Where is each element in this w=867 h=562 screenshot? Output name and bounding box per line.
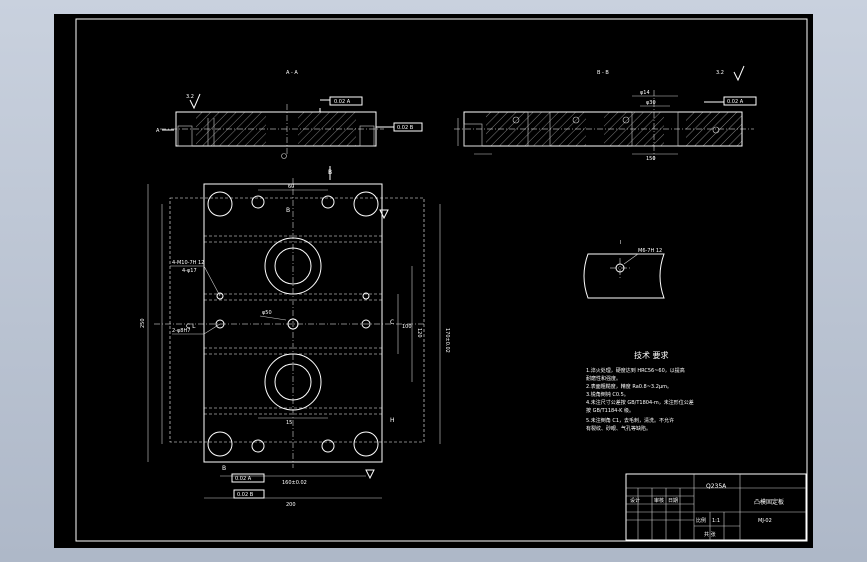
tech-requirements: 技术 要求 1.淬火处理，硬度达到 HRC56~60，以提高 耐磨性和强度。 2…: [586, 350, 694, 432]
section-b-view: B - B φ14 φ30 150 0.02 A 3.2: [454, 65, 757, 162]
hole-note-1: 4-M10-7H 12: [172, 260, 204, 266]
section-a-label: A - A: [286, 70, 298, 76]
title-designer-label: 设计: [630, 497, 640, 504]
detail-view: I M6-7H 12: [583, 240, 665, 299]
drawing-frame: [75, 18, 808, 542]
roughness-b-label: 3.2: [716, 70, 724, 76]
tech-line-6: 按 GB/T1184-K 级。: [586, 407, 634, 414]
hole-note-3: 2-φ8H7: [172, 328, 190, 334]
dim-right: 170±0.02: [444, 328, 450, 353]
section-a-step-left: [177, 125, 193, 147]
arrow-b-mid: B: [286, 207, 290, 214]
tolerance-box-1: 0.02 A: [334, 99, 351, 105]
title-material: Q235A: [706, 483, 727, 490]
title-drawing-name: 凸模固定板: [754, 498, 784, 506]
arrow-b-bottom: B: [222, 465, 226, 472]
dim-mid: 100: [402, 324, 412, 330]
title-check-label: 审核: [654, 497, 664, 504]
hole-note-2: 4-φ17: [182, 268, 197, 274]
title-block-frame: [625, 473, 807, 541]
tech-title: 技术 要求: [634, 350, 669, 360]
tech-line-1: 1.淬火处理，硬度达到 HRC56~60，以提高: [586, 367, 685, 374]
dim-overall-height: 250: [140, 318, 146, 328]
tech-line-4: 3.锐角倒钝 C0.5。: [586, 391, 629, 398]
dim-b-phi30: φ30: [646, 100, 656, 106]
dim-bottom: 160±0.02: [282, 480, 307, 486]
arrow-b-top: B: [328, 169, 332, 176]
title-scale-label: 比例: [696, 517, 706, 524]
plan-view: 60 160±0.02 200 250 170±0.02 120 100 15 …: [140, 166, 450, 508]
center-c-right: C: [390, 319, 394, 326]
tech-line-5: 4.未注尺寸公差按 GB/T1804-m，未注形位公差: [586, 399, 694, 406]
center-c-left: C L: [186, 323, 196, 330]
side-h-label: H: [390, 417, 395, 424]
dim-small: 15: [286, 420, 292, 426]
tech-line-3: 2.表面粗糙度，精度 Ra0.8~3.2μm。: [586, 383, 672, 390]
title-date-label: 日期: [668, 498, 678, 504]
cad-drawing: A - A A 3.2 0.02 A 0.02 B B - B: [75, 18, 808, 542]
hole-note-4: φ50: [262, 310, 272, 316]
tech-line-8: 有裂纹、砂眼、气孔等缺陷。: [586, 425, 651, 432]
dim-b-150: 150: [646, 156, 656, 162]
detail-label: I: [620, 240, 621, 246]
dim-overall-width: 200: [286, 502, 296, 508]
title-sheet-label: 共 张: [704, 531, 716, 538]
tech-line-7: 5.未注倒角 C1，去毛刺，清洗。不允许: [586, 417, 674, 424]
dim-inner: 120: [416, 328, 422, 338]
roughness-label: 3.2: [186, 94, 194, 100]
tolerance-box-2: 0.02 B: [397, 125, 414, 131]
tolerance-box-bottom-2: 0.02 B: [237, 492, 254, 498]
tolerance-box-bottom: 0.02 A: [235, 476, 252, 482]
section-a-view: A - A A 3.2 0.02 A 0.02 B: [156, 70, 423, 159]
tolerance-box-b: 0.02 A: [727, 99, 744, 105]
section-a-step-right: [359, 125, 375, 147]
title-block: Q235A 凸模固定板 设计 审核 日期 比例 1:1 共 张 MJ-02: [625, 473, 807, 541]
detail-thread: M6-7H 12: [638, 248, 662, 254]
title-number: 1:1: [712, 518, 720, 524]
detail-outline: [583, 253, 665, 299]
dim-b-phi14: φ14: [640, 90, 650, 96]
tech-line-2: 耐磨性和强度。: [586, 375, 621, 382]
datum-a-label: A: [156, 128, 160, 134]
title-code: MJ-02: [758, 518, 772, 524]
cad-drawing-canvas: A - A A 3.2 0.02 A 0.02 B B - B: [54, 14, 813, 548]
section-b-label: B - B: [597, 70, 609, 76]
dim-top: 60: [288, 184, 294, 190]
